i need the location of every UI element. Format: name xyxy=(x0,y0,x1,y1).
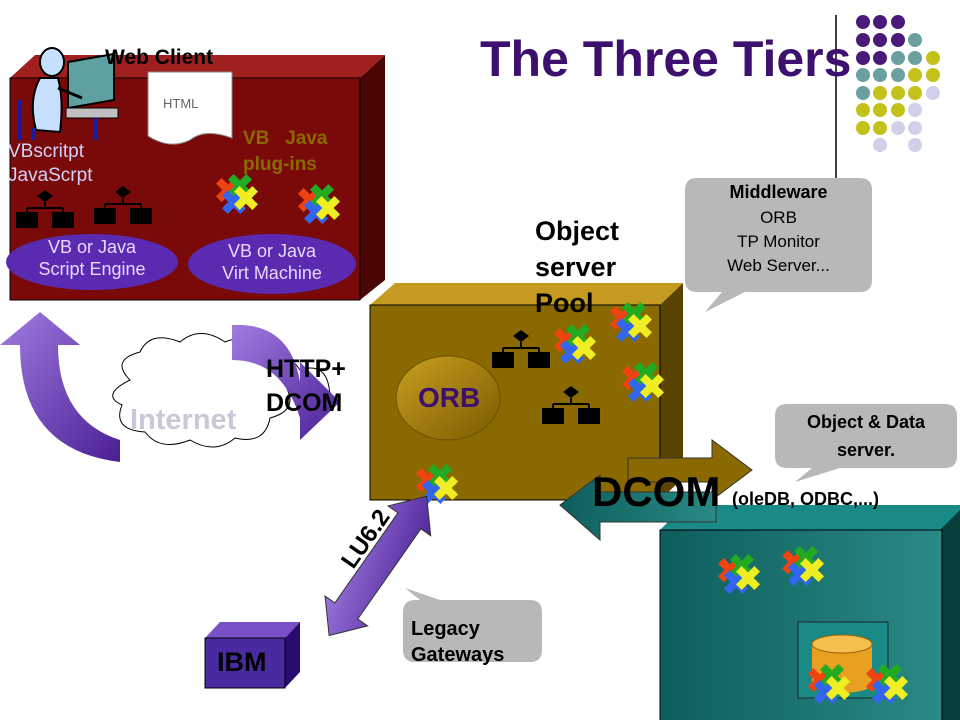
middleware-callout xyxy=(685,178,872,312)
virt-machine-label: VB or Java Virt Machine xyxy=(222,241,322,283)
internet-cloud xyxy=(112,333,331,448)
downstream-curved-arrow xyxy=(232,324,340,440)
object-server-pool-label: Object server Pool xyxy=(535,216,620,318)
html-document-icon xyxy=(147,71,233,145)
script-engine-ellipse xyxy=(6,234,178,290)
dcom-label: DCOM xyxy=(592,468,721,515)
ibm-label: IBM xyxy=(217,647,267,677)
page-title: The Three Tiers xyxy=(480,31,852,87)
ibm-mainframe-box xyxy=(204,622,300,689)
http-dcom-label: HTTP+ DCOM xyxy=(266,355,346,417)
dcom-detail-label: (oleDB, ODBC,...) xyxy=(732,489,879,509)
html-document-label: HTML xyxy=(163,96,199,111)
orb-ellipse xyxy=(395,355,501,441)
dcom-left-arrow xyxy=(559,474,717,542)
dcom-right-arrow xyxy=(627,439,753,501)
script-engine-label: VB or Java Script Engine xyxy=(38,237,146,279)
data-server-callout xyxy=(775,404,957,482)
plugins-label: VB Java plug-ins xyxy=(243,128,328,175)
upstream-curved-arrow xyxy=(0,312,120,462)
orb-label: ORB xyxy=(418,382,481,413)
web-client-label: Web Client xyxy=(105,46,214,69)
user-at-computer-icon xyxy=(18,47,119,140)
legacy-callout xyxy=(403,588,542,662)
middleware-title: Middleware xyxy=(729,182,828,202)
scripts-label: VBscritpt JavaScrpt xyxy=(8,141,93,186)
middleware-items: ORB TP Monitor Web Server... xyxy=(727,208,830,275)
decorative-dot-grid xyxy=(856,15,940,152)
virt-machine-ellipse xyxy=(188,234,356,294)
lu62-arrow xyxy=(324,495,432,637)
data-server-label: Object & Data server. xyxy=(806,412,926,460)
internet-label: Internet xyxy=(130,404,237,436)
legacy-gateways-label: Legacy Gateways xyxy=(411,618,505,666)
